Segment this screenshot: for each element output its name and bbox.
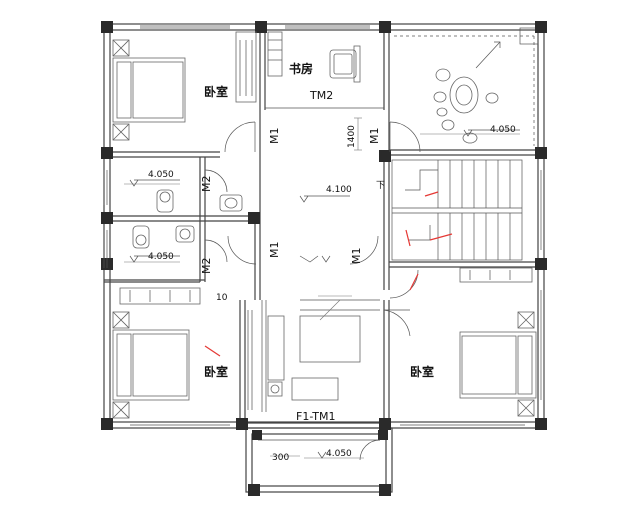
door-label-tm2: TM2	[309, 89, 333, 102]
hall-furniture	[261, 255, 380, 412]
dimension-1400: 1400	[347, 125, 357, 148]
bedroom-se-furniture	[459, 267, 537, 417]
balcony	[245, 427, 393, 493]
study-furniture	[267, 31, 361, 83]
elevation-terrace: 4.050	[490, 125, 516, 135]
door-label-m1-a: M1	[268, 128, 281, 145]
door-label-m2-a: M2	[200, 176, 213, 193]
exterior-walls	[103, 23, 545, 429]
dimension-10: 10	[216, 293, 228, 303]
elevation-markers	[129, 129, 520, 459]
bathroom-fixtures	[124, 183, 243, 263]
bedroom-sw-furniture	[112, 287, 253, 419]
door-label-m1-b: M1	[368, 128, 381, 145]
room-label-bedroom-sw: 卧室	[204, 364, 228, 379]
door-label-m1-c: M1	[268, 242, 281, 259]
door-swings	[204, 121, 421, 461]
terrace-edge	[394, 27, 539, 146]
room-label-bedroom-nw: 卧室	[204, 84, 228, 99]
elevation-bath-upper: 4.050	[148, 170, 174, 180]
elevation-hall: 4.100	[326, 185, 352, 195]
door-label-m1-d: M1	[350, 248, 363, 265]
elevation-balcony: 4.050	[326, 449, 352, 459]
staircase	[391, 159, 523, 261]
terrace-decor	[420, 41, 520, 144]
room-label-study: 书房	[289, 61, 313, 76]
dimension-marks	[270, 117, 364, 459]
room-label-bedroom-se: 卧室	[410, 364, 434, 379]
interior-walls	[104, 24, 544, 428]
elevation-bath-lower: 4.050	[148, 252, 174, 262]
stair-down-mark: 下	[376, 181, 385, 191]
door-label-f1-tm1: F1-TM1	[296, 410, 336, 423]
bedroom-nw-furniture	[112, 31, 257, 141]
windows	[103, 23, 545, 426]
door-label-m2-b: M2	[200, 258, 213, 275]
dimension-300: 300	[272, 453, 289, 463]
